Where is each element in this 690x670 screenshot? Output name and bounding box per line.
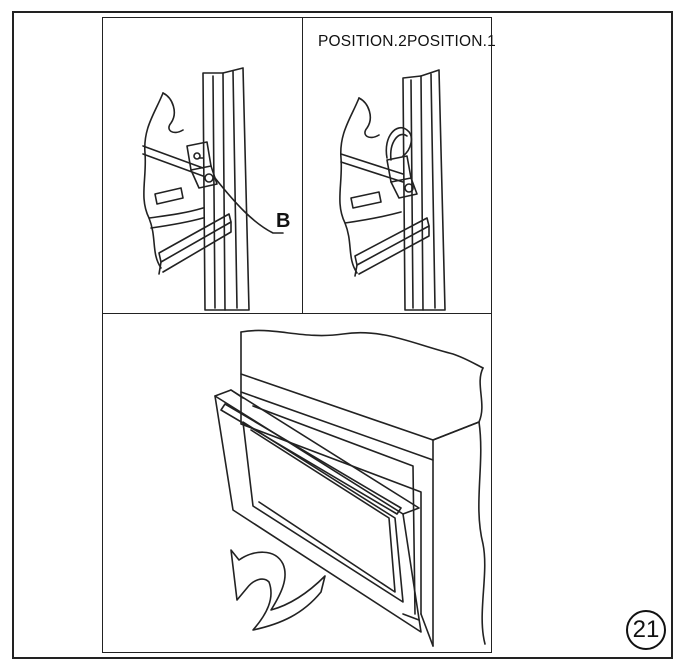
built-in-oven-icon (214, 329, 486, 647)
position-labels: POSITION.2POSITION.1 (318, 33, 496, 50)
oven-door-removal (102, 313, 492, 653)
hinge-bracket-lever-icon (339, 69, 446, 311)
hinge-detail-position-2 (102, 17, 303, 314)
hinge-bracket-icon (142, 67, 284, 311)
part-b-label: B (276, 210, 291, 232)
page-frame (12, 11, 673, 659)
page-number: 21 (626, 610, 666, 650)
hinge-detail-position-1 (302, 17, 492, 314)
